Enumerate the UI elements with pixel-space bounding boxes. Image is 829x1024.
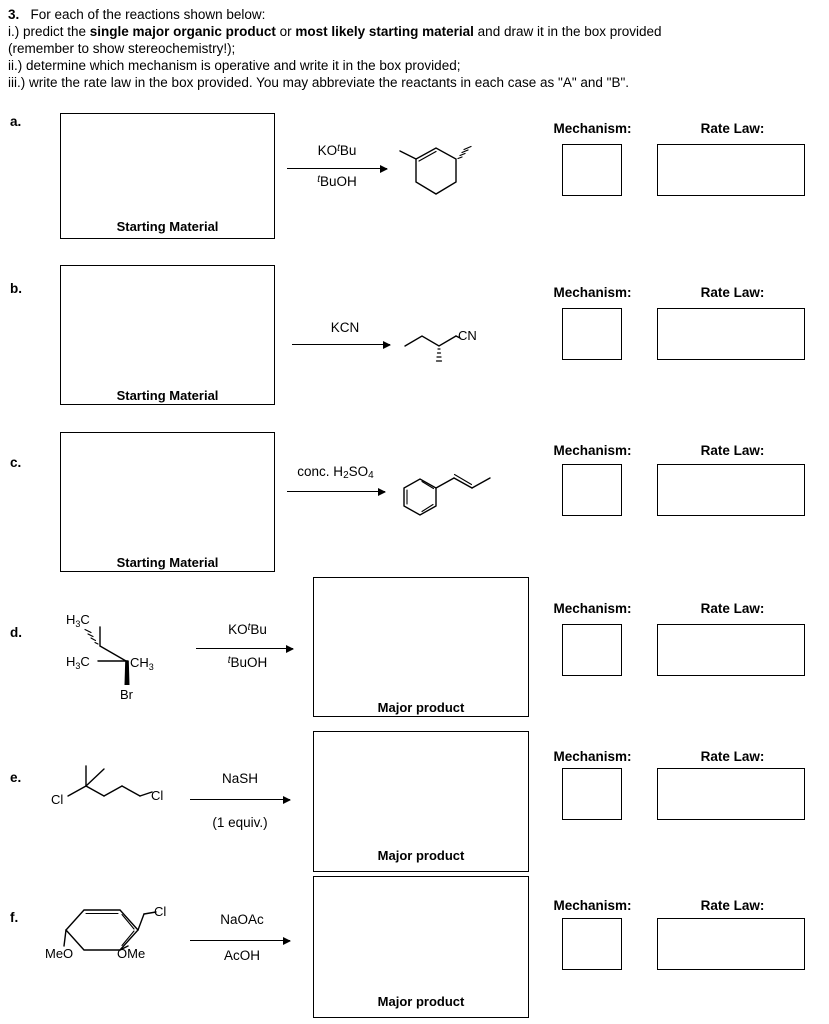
major-product-box-d[interactable] [313, 577, 529, 717]
row-letter-b: b. [10, 281, 22, 296]
starting-material-box-b[interactable] [60, 265, 275, 405]
mechanism-box-e[interactable] [562, 768, 622, 820]
label-ch3-d: CH3 [130, 655, 154, 672]
instruction-text-1: For each of the reactions shown below: [30, 7, 266, 22]
rate-law-header-d: Rate Law: [700, 601, 765, 616]
reagent-bottom-f: AcOH [223, 948, 260, 963]
starting-material-caption-a: Starting Material [116, 219, 219, 234]
reaction-arrow-f [190, 936, 291, 945]
row-letter-d: d. [10, 625, 22, 640]
starting-material-box-c[interactable] [60, 432, 275, 572]
reaction-arrow-b [292, 340, 391, 349]
rate-law-box-e[interactable] [657, 768, 805, 820]
rate-law-box-a[interactable] [657, 144, 805, 196]
mechanism-box-b[interactable] [562, 308, 622, 360]
reaction-arrow-d [196, 644, 294, 653]
major-product-caption-e: Major product [377, 848, 465, 863]
reagent-bottom-a: tBuOH [317, 174, 357, 189]
reagent-top-d: KOtBu [228, 622, 267, 637]
reagent-top-e: NaSH [221, 771, 258, 786]
reagent-top-a: KOtBu [317, 143, 357, 158]
major-product-box-f[interactable] [313, 876, 529, 1018]
label-cl-right-e: Cl [151, 788, 163, 803]
starting-material-structure-d: H3C H3C CH3 Br [62, 605, 212, 705]
row-letter-c: c. [10, 455, 22, 470]
product-structure-a [398, 138, 488, 200]
mechanism-box-c[interactable] [562, 464, 622, 516]
instruction-line-5: iii.) write the rate law in the box prov… [8, 75, 630, 90]
rate-law-box-f[interactable] [657, 918, 805, 970]
rate-law-header-b: Rate Law: [700, 285, 765, 300]
reaction-arrow-c [287, 487, 386, 496]
label-meo-f: MeO [45, 946, 73, 961]
mechanism-box-d[interactable] [562, 624, 622, 676]
major-product-caption-d: Major product [377, 700, 465, 715]
label-h3c-bottom-d: H3C [66, 654, 90, 671]
major-product-caption-f: Major product [377, 994, 465, 1009]
rate-law-box-c[interactable] [657, 464, 805, 516]
starting-material-box-a[interactable] [60, 113, 275, 239]
row-letter-a: a. [10, 114, 22, 129]
mechanism-header-e: Mechanism: [553, 749, 632, 764]
mechanism-header-d: Mechanism: [553, 601, 632, 616]
rate-law-box-d[interactable] [657, 624, 805, 676]
product-label-cn-b: CN [458, 328, 477, 343]
mechanism-box-f[interactable] [562, 918, 622, 970]
reagent-bottom-d: tBuOH [227, 655, 268, 670]
rate-law-header-c: Rate Law: [700, 443, 765, 458]
starting-material-structure-f: MeO OMe Cl [44, 890, 214, 975]
question-number: 3. [8, 7, 20, 22]
mechanism-header-a: Mechanism: [553, 121, 632, 136]
reagent-top-f: NaOAc [220, 912, 264, 927]
row-letter-e: e. [10, 770, 22, 785]
instruction-line-2: i.) predict the single major organic pro… [8, 23, 820, 40]
label-cl-left-e: Cl [51, 792, 63, 807]
product-structure-b: CN [400, 318, 500, 378]
label-ome-f: OMe [117, 946, 145, 961]
rate-law-header-f: Rate Law: [700, 898, 765, 913]
row-letter-f: f. [10, 910, 19, 925]
label-h3c-top-d: H3C [66, 612, 90, 629]
reaction-arrow-e [190, 795, 291, 804]
instruction-line-4: ii.) determine which mechanism is operat… [8, 58, 461, 73]
instructions-block: 3. For each of the reactions shown below… [8, 6, 820, 91]
instruction-line-1: 3. For each of the reactions shown below… [8, 6, 820, 23]
instruction-line-3: (remember to show stereochemistry!); [8, 41, 236, 56]
mechanism-header-b: Mechanism: [553, 285, 632, 300]
rate-law-header-a: Rate Law: [700, 121, 765, 136]
starting-material-caption-b: Starting Material [116, 388, 219, 403]
product-structure-c [396, 458, 511, 520]
instruction-text-2c: and draw it in the box provided [473, 24, 662, 39]
rate-law-box-b[interactable] [657, 308, 805, 360]
mechanism-box-a[interactable] [562, 144, 622, 196]
reagent-top-c: conc. H2SO4 [297, 464, 374, 481]
mechanism-header-f: Mechanism: [553, 898, 632, 913]
reaction-arrow-a [287, 164, 388, 173]
reagent-top-b: KCN [330, 320, 360, 335]
instruction-text-2b: or [275, 24, 296, 39]
label-cl-f: Cl [154, 904, 166, 919]
label-br-d: Br [120, 687, 134, 702]
instruction-bold-1: single major organic product [89, 24, 276, 39]
instruction-text-2a: i.) predict the [8, 24, 90, 39]
mechanism-header-c: Mechanism: [553, 443, 632, 458]
major-product-box-e[interactable] [313, 731, 529, 872]
starting-material-structure-e: Cl Cl [48, 752, 208, 814]
instruction-bold-2: most likely starting material [295, 24, 474, 39]
rate-law-header-e: Rate Law: [700, 749, 765, 764]
starting-material-caption-c: Starting Material [116, 555, 219, 570]
reagent-bottom-e: (1 equiv.) [212, 815, 268, 830]
